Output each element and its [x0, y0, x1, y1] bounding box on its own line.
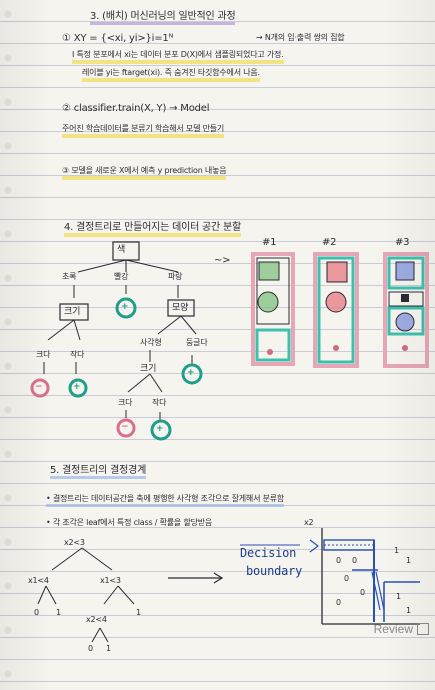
section5-bullet2: • 각 조각은 leaf에서 특정 class / 확률을 할당받음	[46, 518, 213, 527]
tree-left-x1: x1<4	[28, 576, 49, 585]
minus-big-2: −	[121, 422, 129, 432]
leaf-1-a: 1	[56, 608, 61, 617]
plus-red-branch: +	[121, 302, 129, 312]
squiggle-arrow: ~>	[214, 255, 231, 266]
step1-line3: 레이블 yi는 ftarget(xi). 즉 숨겨진 타깃함수에서 나옴.	[82, 68, 260, 82]
branch-green: 초록	[62, 272, 77, 281]
plot-point-1: 1	[406, 606, 411, 615]
node-size-2: 크기	[140, 364, 157, 374]
plot-point-0: 0	[352, 556, 357, 565]
group-3-label: #3	[395, 237, 410, 248]
plot-axis-x2: x2	[304, 518, 314, 527]
plot-point-1: 1	[394, 546, 399, 555]
tree-right-x1: x1<3	[100, 576, 121, 585]
group-2-label: #2	[322, 237, 337, 248]
tree-root-x2: x2<3	[64, 538, 85, 547]
step1-arrow-note: → N개의 입·출력 쌍의 집합	[256, 33, 345, 42]
tree-deep-x2: x2<4	[86, 615, 107, 624]
plot-point-0: 0	[344, 574, 349, 583]
leaf-small-1: 작다	[70, 350, 85, 359]
shape-circle: 둥글다	[186, 338, 208, 347]
leaf-1-b: 1	[136, 608, 141, 617]
leaf-1-c: 1	[106, 644, 111, 653]
step2-line: 주어진 학습데이터를 분류기 학습해서 모델 만들기	[62, 124, 224, 138]
section5-bullet1: • 결정트리는 데이터공간을 축에 평행한 사각형 조각으로 잘게해서 분류함	[46, 494, 284, 507]
node-size-1: 크기	[64, 307, 81, 317]
step1-line2: I 특정 분포에서 xi는 데이터 분포 D(X)에서 샘플링되었다고 가정.	[72, 50, 284, 64]
shape-square: 사각형	[140, 338, 162, 347]
leaf-big-1: 크다	[36, 350, 51, 359]
section3-title: 3. (배치) 머신러닝의 일반적인 과정	[90, 12, 236, 25]
leaf-0-a: 0	[34, 608, 39, 617]
plus-small-1: +	[73, 382, 81, 392]
review-checkbox[interactable]	[417, 623, 429, 635]
plot-point-0: 0	[336, 598, 341, 607]
section5-title: 5. 결정트리의 결정경계	[50, 466, 146, 479]
branch-red: 빨강	[114, 272, 129, 281]
branch-blue: 파랑	[168, 272, 183, 281]
step1-formula: ① XY = {<xi, yi>}i=1ᴺ	[62, 33, 174, 44]
review-label[interactable]: Review	[373, 622, 413, 636]
group-1-label: #1	[262, 237, 277, 248]
node-shape: 모양	[172, 303, 189, 313]
leaf-big-2: 크다	[118, 398, 133, 407]
section4-title: 4. 결정트리로 만들어지는 데이터 공간 분할	[64, 223, 241, 237]
leaf-small-2: 작다	[152, 398, 167, 407]
decision-label-2: boundary	[246, 564, 303, 578]
minus-big-1: −	[35, 382, 43, 392]
decision-label-1: Decision	[240, 546, 297, 560]
page-binding-holes	[0, 0, 20, 690]
plot-point-1: 1	[396, 592, 401, 601]
step3-line: ③ 모델을 새로운 X에서 예측 y prediction 내놓음	[62, 166, 227, 180]
leaf-0-b: 0	[88, 644, 93, 653]
plot-point-0: 0	[360, 588, 365, 597]
plot-point-0: 0	[336, 556, 341, 565]
review-control[interactable]: Review	[374, 620, 429, 638]
plus-circle: +	[187, 368, 195, 378]
step2-formula: ② classifier.train(X, Y) → Model	[62, 103, 210, 114]
plus-small-2: +	[156, 424, 164, 434]
plot-point-1: 1	[406, 556, 411, 565]
tree-root-label: 색	[117, 245, 126, 255]
